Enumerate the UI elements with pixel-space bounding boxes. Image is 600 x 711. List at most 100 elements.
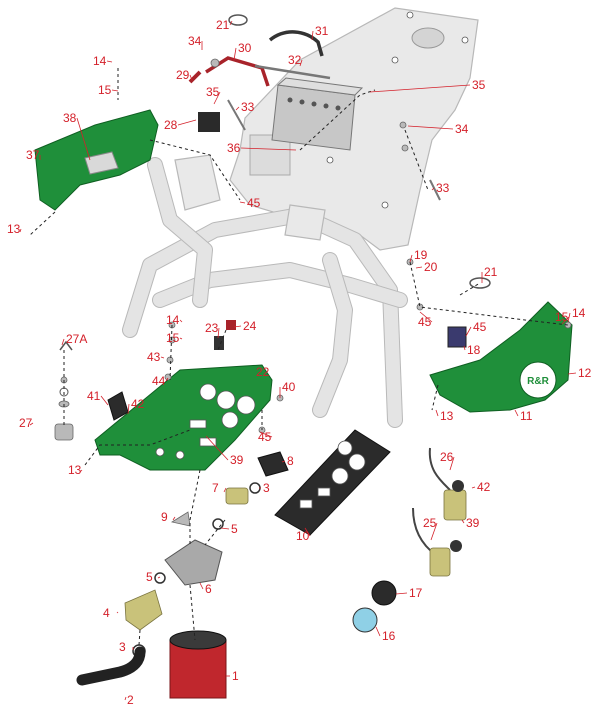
control-levers bbox=[352, 447, 467, 633]
clamp-21-top bbox=[228, 14, 248, 26]
callout-leader-c13a bbox=[19, 228, 22, 233]
callout-c44: 44 bbox=[152, 374, 166, 388]
callout-c12: 12 bbox=[578, 366, 592, 380]
callout-c11: 11 bbox=[520, 409, 533, 423]
callout-c7: 7 bbox=[212, 481, 219, 495]
cap-16 bbox=[352, 607, 378, 633]
callout-c13c: 13 bbox=[440, 409, 454, 423]
callout-c32: 32 bbox=[288, 53, 302, 67]
callout-c13b: 13 bbox=[68, 463, 82, 477]
clamp-3-right bbox=[249, 482, 261, 494]
callout-c6: 6 bbox=[205, 582, 212, 596]
gauge-17 bbox=[371, 580, 397, 606]
callout-c19: 19 bbox=[414, 248, 428, 262]
callout-leader-c42a bbox=[127, 403, 130, 415]
callout-c2: 2 bbox=[127, 693, 134, 707]
callout-c15c: 15 bbox=[555, 310, 569, 324]
callout-leader-c15c bbox=[561, 316, 570, 325]
callout-leader-c42b bbox=[471, 486, 476, 489]
indicator-24 bbox=[226, 320, 236, 330]
lever-26 bbox=[443, 489, 467, 521]
callout-leader-c45a bbox=[239, 201, 246, 204]
callout-c9: 9 bbox=[161, 510, 168, 524]
oil-filter-system bbox=[76, 451, 289, 699]
callout-leader-c14b bbox=[179, 319, 183, 323]
callout-leader-c35b bbox=[369, 84, 471, 93]
cable-31 bbox=[268, 30, 324, 57]
callout-c45d: 45 bbox=[258, 430, 272, 444]
lever-25 bbox=[429, 547, 451, 577]
callout-leader-c2 bbox=[124, 696, 127, 701]
callout-c36: 36 bbox=[227, 141, 241, 155]
callout-c14a: 14 bbox=[93, 54, 107, 68]
key-switch-assembly bbox=[54, 340, 74, 441]
callout-c3a: 3 bbox=[119, 640, 126, 654]
callout-leader-c6 bbox=[199, 582, 204, 590]
callout-c42a: 42 bbox=[131, 397, 145, 411]
callout-c27: 27 bbox=[19, 416, 33, 430]
callout-leader-c33a bbox=[235, 106, 240, 111]
right-side-panel: R&R bbox=[429, 301, 573, 413]
fitting-9 bbox=[170, 511, 191, 527]
callout-c33a: 33 bbox=[241, 100, 255, 114]
callout-leader-c5a bbox=[157, 576, 161, 579]
callout-c42b: 42 bbox=[477, 480, 491, 494]
callout-c18: 18 bbox=[467, 343, 481, 357]
callout-c15a: 15 bbox=[98, 83, 112, 97]
tubular-frame bbox=[122, 154, 408, 428]
left-side-panel bbox=[34, 109, 159, 211]
callout-c15b: 15 bbox=[166, 331, 180, 345]
callout-c45a: 45 bbox=[247, 196, 261, 210]
callout-c34a: 34 bbox=[188, 34, 202, 48]
hose-8 bbox=[257, 451, 289, 477]
callout-leader-c44 bbox=[165, 377, 169, 382]
fitting-4 bbox=[124, 589, 163, 631]
callout-leader-c19 bbox=[409, 254, 413, 263]
callout-leader-c23 bbox=[217, 327, 220, 339]
callout-c34b: 34 bbox=[455, 122, 469, 136]
callout-leader-c13c bbox=[435, 409, 439, 417]
callout-leader-c4 bbox=[116, 611, 119, 614]
callout-c24: 24 bbox=[243, 319, 257, 333]
callout-c35b: 35 bbox=[472, 78, 486, 92]
callout-leader-c5b bbox=[220, 527, 230, 530]
callout-c1: 1 bbox=[232, 669, 239, 683]
callout-leader-c12 bbox=[567, 372, 577, 375]
fitting-7 bbox=[225, 487, 249, 505]
callout-leader-c30 bbox=[233, 47, 237, 61]
oring-5-right bbox=[212, 518, 224, 530]
callout-c3b: 3 bbox=[263, 481, 270, 495]
callout-c22: 22 bbox=[256, 365, 270, 379]
filler-opening bbox=[411, 27, 445, 49]
callout-leader-c31 bbox=[311, 30, 314, 41]
callout-c35a: 35 bbox=[206, 85, 220, 99]
callout-c21b: 21 bbox=[484, 265, 498, 279]
callout-leader-c28 bbox=[177, 119, 197, 126]
callout-leader-c17 bbox=[395, 592, 408, 595]
callout-leader-c27 bbox=[29, 422, 34, 426]
callout-c5b: 5 bbox=[231, 522, 238, 536]
callout-leader-c24 bbox=[233, 325, 242, 328]
callout-c16: 16 bbox=[382, 629, 396, 643]
callout-leader-c36 bbox=[240, 147, 297, 151]
callout-c20: 20 bbox=[424, 260, 438, 274]
callout-c33b: 33 bbox=[436, 181, 450, 195]
callout-leader-c11 bbox=[514, 409, 519, 417]
callout-leader-c26 bbox=[449, 456, 455, 471]
callout-leader-c33b bbox=[431, 187, 435, 191]
hose-2 bbox=[76, 646, 146, 686]
filter-head-6 bbox=[164, 539, 223, 586]
callout-leader-c45c bbox=[465, 326, 472, 337]
callout-c37: 37 bbox=[26, 148, 40, 162]
brand-logo bbox=[519, 361, 557, 399]
callout-leader-c45b bbox=[419, 311, 433, 323]
callout-leader-c13b bbox=[79, 469, 83, 473]
callout-c39b: 39 bbox=[466, 516, 480, 530]
callout-c45c: 45 bbox=[473, 320, 487, 334]
callout-c41: 41 bbox=[87, 389, 101, 403]
callout-c23: 23 bbox=[205, 321, 219, 335]
callout-leader-c15b bbox=[179, 337, 183, 340]
